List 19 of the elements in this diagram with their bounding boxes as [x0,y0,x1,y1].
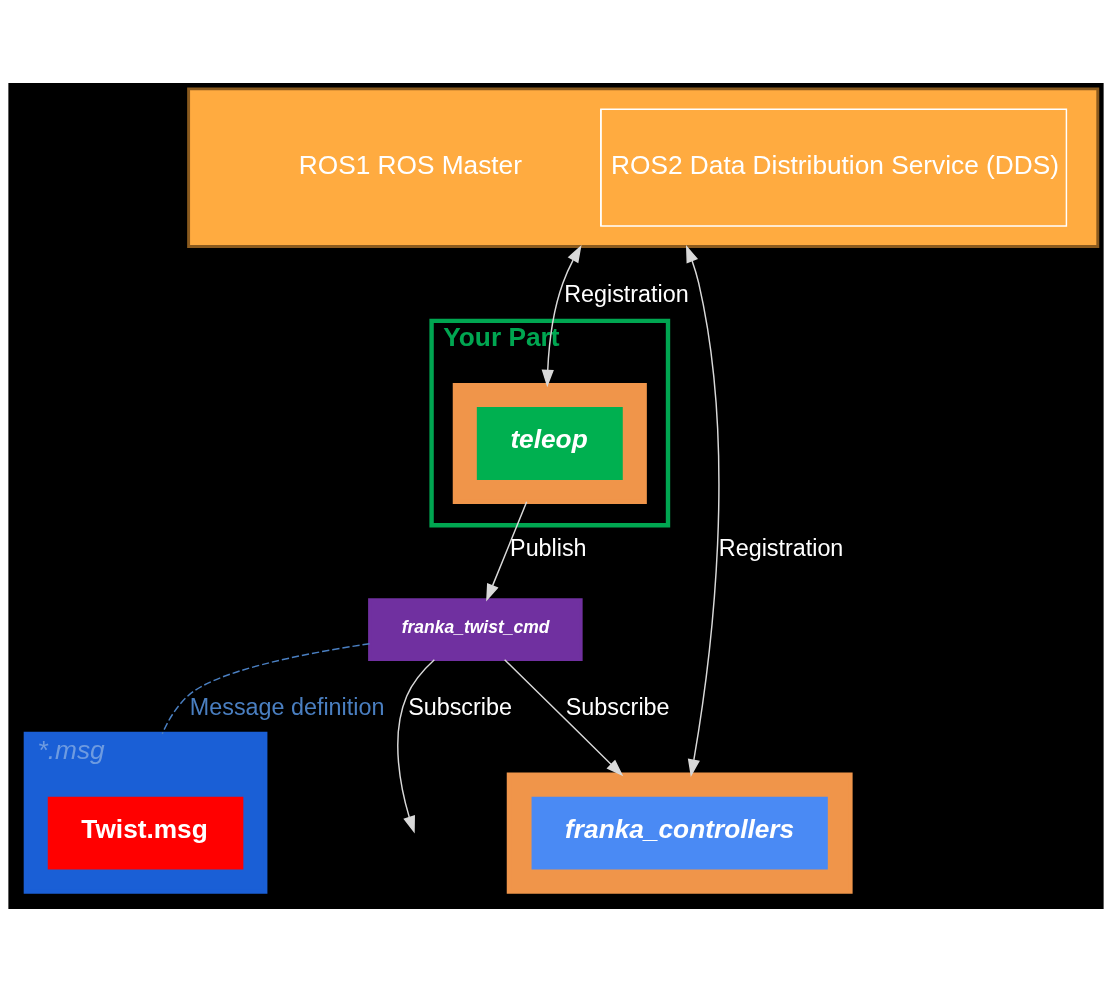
edge-label: Publish [510,534,587,561]
node-box: franka_controllers [531,796,828,870]
cluster [506,772,853,894]
node-box: ROS1 ROS Master ROS2 Data Distribution Service (DDS) [187,86,1100,248]
node-box: Twist.msg [47,796,244,870]
arrow [541,244,582,387]
arrow [397,658,436,833]
arrow [686,244,720,777]
node-box: teleop [476,406,623,480]
edge-label: Message definition [189,693,385,720]
edge-label: Registration [564,280,689,307]
arrow [486,500,528,602]
edge-label: Subscribe [565,693,670,720]
cluster [452,382,647,504]
arrow [503,658,624,776]
edge-label: Registration [718,534,844,561]
connector [161,642,371,735]
edge-label: Subscribe [408,693,512,720]
node-box: franka_twist_cmd [368,597,583,661]
